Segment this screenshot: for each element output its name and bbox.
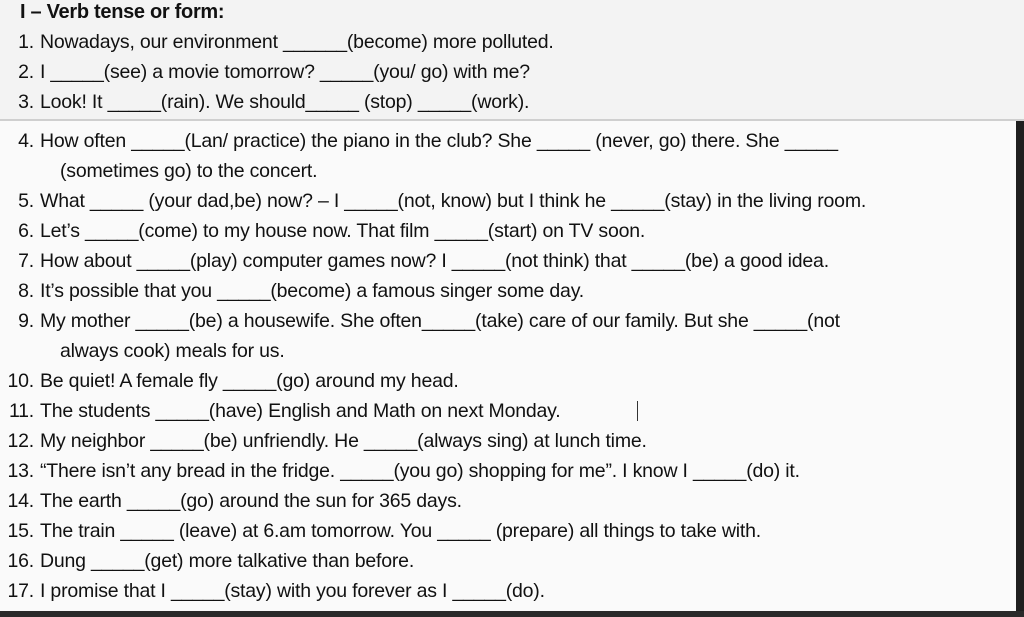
exercise-item: 4. How often _____(Lan/ practice) the pi… — [0, 126, 1010, 156]
exercise-item: 9. My mother _____(be) a housewife. She … — [0, 306, 1010, 336]
exercise-item: 7. How about _____(play) computer games … — [0, 246, 1010, 276]
item-number: 11. — [8, 400, 34, 422]
exercise-item: 15. The train _____ (leave) at 6.am tomo… — [0, 516, 1010, 546]
exercise-item: 11. The students _____(have) English and… — [0, 396, 1010, 426]
exercise-item: 1. Nowadays, our environment ______(beco… — [0, 27, 1010, 57]
exercise-item: 17. I promise that I _____(stay) with yo… — [0, 576, 1010, 606]
item-number: 5. — [18, 190, 34, 212]
item-number: 9. — [18, 310, 34, 332]
page-fold-divider — [0, 119, 1024, 121]
item-text: “There isn’t any bread in the fridge. __… — [40, 460, 800, 482]
exercise-item: 5. What _____ (your dad,be) now? – I ___… — [0, 186, 1010, 216]
exercise-item: 14. The earth _____(go) around the sun f… — [0, 486, 1010, 516]
item-number: 4. — [18, 130, 34, 152]
item-number: 8. — [18, 280, 34, 302]
item-number: 14. — [7, 490, 34, 512]
item-number: 13. — [7, 460, 34, 482]
item-number: 3. — [18, 91, 34, 113]
item-text: I promise that I _____(stay) with you fo… — [40, 580, 545, 602]
exercise-item: 2. I _____(see) a movie tomorrow? _____(… — [0, 57, 1010, 87]
item-text: How about _____(play) computer games now… — [40, 250, 829, 272]
item-text: I _____(see) a movie tomorrow? _____(you… — [40, 61, 530, 83]
exercise-item: 13. “There isn’t any bread in the fridge… — [0, 456, 1010, 486]
item-text: Let’s _____(come) to my house now. That … — [40, 220, 646, 242]
item-number: 6. — [18, 220, 34, 242]
item-text: Look! It _____(rain). We should_____ (st… — [40, 91, 530, 113]
item-text: My neighbor _____(be) unfriendly. He ___… — [40, 430, 647, 452]
exercise-item: 6. Let’s _____(come) to my house now. Th… — [0, 216, 1010, 246]
item-text: Dung _____(get) more talkative than befo… — [40, 550, 415, 572]
photo-edge-shadow — [1016, 121, 1024, 617]
exercise-item: 3. Look! It _____(rain). We should_____ … — [0, 87, 1010, 117]
item-text: The train _____ (leave) at 6.am tomorrow… — [40, 520, 761, 542]
item-text: How often _____(Lan/ practice) the piano… — [40, 130, 838, 152]
exercise-title: I – Verb tense or form: — [20, 1, 225, 23]
item-text: It’s possible that you _____(become) a f… — [40, 280, 585, 302]
item-text: The earth _____(go) around the sun for 3… — [40, 490, 462, 512]
item-number: 7. — [18, 250, 34, 272]
worksheet-bottom-section — [0, 121, 1016, 611]
item-number: 12. — [7, 430, 34, 452]
item-number: 16. — [7, 550, 34, 572]
exercise-item: 8. It’s possible that you _____(become) … — [0, 276, 1010, 306]
item-text: The students _____(have) English and Mat… — [40, 400, 561, 422]
exercise-item: 16. Dung _____(get) more talkative than … — [0, 546, 1010, 576]
item-number: 15. — [7, 520, 34, 542]
item-number: 1. — [18, 31, 34, 53]
item-text-continuation: always cook) meals for us. — [60, 340, 285, 362]
item-number: 10. — [7, 370, 34, 392]
item-number: 17. — [7, 580, 34, 602]
photo-bottom-shadow — [0, 611, 1024, 617]
item-text: Nowadays, our environment ______(become)… — [40, 31, 554, 53]
item-text: What _____ (your dad,be) now? – I _____(… — [40, 190, 867, 212]
item-text: Be quiet! A female fly _____(go) around … — [40, 370, 459, 392]
item-number: 2. — [18, 61, 34, 83]
item-text-continuation: (sometimes go) to the concert. — [60, 160, 318, 182]
exercise-item: 12. My neighbor _____(be) unfriendly. He… — [0, 426, 1010, 456]
text-cursor — [637, 401, 638, 421]
worksheet-top-section — [0, 0, 1024, 120]
item-text: My mother _____(be) a housewife. She oft… — [40, 310, 840, 332]
exercise-item: 10. Be quiet! A female fly _____(go) aro… — [0, 366, 1010, 396]
